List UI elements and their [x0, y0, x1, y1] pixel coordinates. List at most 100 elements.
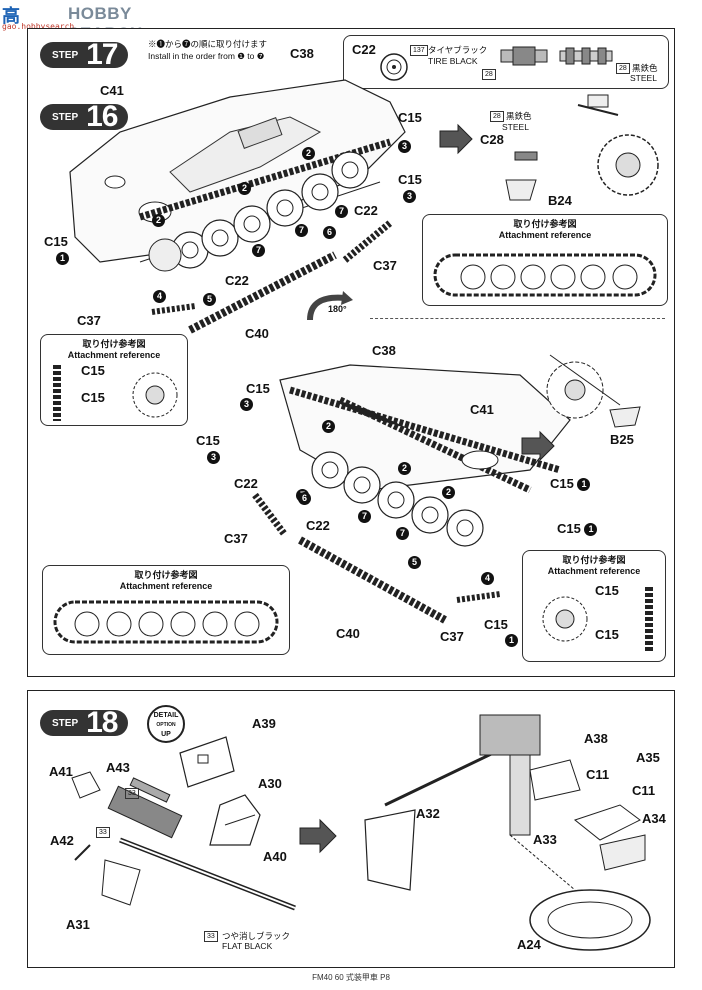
step-order-7-a: 7	[335, 205, 348, 218]
label-c41-top: C41	[100, 83, 124, 98]
track-side-view-bottom	[53, 600, 279, 644]
ref-left-c15b: C15	[81, 390, 105, 405]
sprocket-detail-bottom	[546, 354, 641, 428]
road-wheel-icon	[380, 53, 408, 81]
label-c15-l-bottom: C15	[196, 433, 220, 448]
sprocket-detail-left	[132, 372, 178, 418]
ref-left-c15a: C15	[81, 363, 105, 378]
flat-black-code: 33	[204, 930, 218, 942]
step-separator	[370, 318, 665, 319]
step-order-7-c: 7	[252, 244, 265, 257]
track-detail-br	[645, 587, 653, 653]
step18-badge: STEP 18	[40, 706, 128, 739]
label-c11b: C11	[632, 783, 656, 798]
label-a40: A40	[263, 849, 287, 864]
label-c15-tl: C15	[246, 381, 270, 396]
rotate-180-label: 180°	[328, 304, 347, 314]
label-c40-top: C40	[245, 326, 269, 341]
ref-bl-jp: 取り付け参考図	[134, 570, 198, 580]
label-c11a: C11	[586, 767, 610, 782]
b25-part: B25	[610, 432, 634, 447]
label-c15-r1: C15	[398, 110, 422, 125]
track-c37-bottom-r	[456, 591, 501, 603]
label-a30: A30	[258, 776, 282, 791]
ref-bl-en: Attachment reference	[119, 581, 213, 591]
label-c41-bottom: C41	[470, 402, 494, 417]
step-order-2-b: 2	[238, 182, 251, 195]
ref-br-en: Attachment reference	[547, 566, 641, 576]
steel-color-jp: 黒鉄色	[632, 63, 658, 73]
track-c37-top	[342, 220, 393, 263]
paint-reference-box: C22 137 タイヤブラック TIRE BLACK 28 28 黒鉄色 STE…	[343, 35, 669, 89]
page-footer: FM40 60 式装甲車 P8	[312, 973, 390, 982]
step-order-3-d: 3	[207, 451, 220, 464]
road-wheels-top	[148, 151, 369, 272]
step17-instruction-en: Install in the order from ❶ to ❼	[148, 51, 265, 61]
mg-shield-a39	[179, 736, 235, 788]
detail-up-badge: DETAIL OPTION UP	[147, 705, 185, 743]
b24-part: B24	[548, 193, 572, 208]
detail-top: DETAIL	[153, 712, 179, 719]
track-link-icon-a	[500, 46, 548, 66]
ref-br-jp: 取り付け参考図	[562, 555, 626, 565]
watermark-url: gao.hobbysearch	[2, 22, 75, 31]
step-order-5-b: 5	[408, 556, 421, 569]
label-c15-br: C15	[484, 617, 508, 632]
mg-body-a43	[71, 771, 183, 861]
step-order-6: 6	[323, 226, 336, 239]
tire-color-jp: タイヤブラック	[428, 45, 488, 55]
step-order-2-f: 2	[442, 486, 455, 499]
ref-left-en: Attachment reference	[67, 350, 161, 360]
label-c15-r1-bottom: C15 1	[550, 476, 591, 492]
ref-br-c15b: C15	[595, 627, 619, 642]
label-a35: A35	[636, 750, 660, 765]
label-a24: A24	[517, 937, 541, 952]
label-c38-bottom: C38	[372, 343, 396, 358]
step-order-5: 5	[203, 293, 216, 306]
label-c37-bottom: C37	[224, 531, 248, 546]
label-a31: A31	[66, 917, 90, 932]
hull-drawing-bottom	[279, 364, 571, 494]
label-a33: A33	[533, 832, 557, 847]
track-link-icon-b	[559, 47, 613, 65]
arrow-right-icon-top	[439, 123, 473, 155]
c28-en: STEEL	[502, 122, 529, 132]
track-c37-small-top	[151, 303, 196, 315]
c28-code: 28	[490, 110, 504, 122]
label-a43: A43	[106, 760, 130, 775]
flat-black-jp: つや消しブラック	[222, 931, 291, 941]
ref-left-jp: 取り付け参考図	[82, 339, 146, 349]
step-order-4-b: 4	[481, 572, 494, 585]
step18-number: 18	[86, 706, 118, 739]
track-detail-left	[53, 365, 61, 421]
step-order-1: 1	[56, 252, 69, 265]
label-c15-l: C15	[44, 234, 68, 249]
label-c37-r-bottom: C37	[440, 629, 464, 644]
paint-part-c22: C22	[352, 42, 376, 57]
step-order-6-b: 6	[298, 492, 311, 505]
tire-color-en: TIRE BLACK	[428, 56, 478, 66]
sprocket-detail-top	[577, 94, 659, 196]
step16-number: 16	[86, 100, 118, 133]
label-c40-bottom: C40	[336, 626, 360, 641]
steel-color-en: STEEL	[630, 73, 657, 83]
label-a39: A39	[252, 716, 276, 731]
label-c22-r: C22	[354, 203, 378, 218]
step-order-7-b: 7	[295, 224, 308, 237]
arrow-right-icon-step18	[299, 818, 337, 854]
step-order-3-b: 3	[403, 190, 416, 203]
step-order-1-b: 1	[505, 634, 518, 647]
watermark-logo: 高	[2, 6, 20, 27]
step17-number: 17	[86, 38, 118, 71]
label-a42: A42	[50, 833, 74, 848]
steel-code-2: 28	[616, 62, 630, 74]
paint-code-b: 33	[96, 826, 110, 838]
step16-badge: STEP 16	[40, 100, 128, 133]
step-order-7-f: 7	[396, 527, 409, 540]
step16-word: STEP	[52, 111, 79, 123]
step-order-2-a: 2	[302, 147, 315, 160]
step-order-7-e: 7	[358, 510, 371, 523]
